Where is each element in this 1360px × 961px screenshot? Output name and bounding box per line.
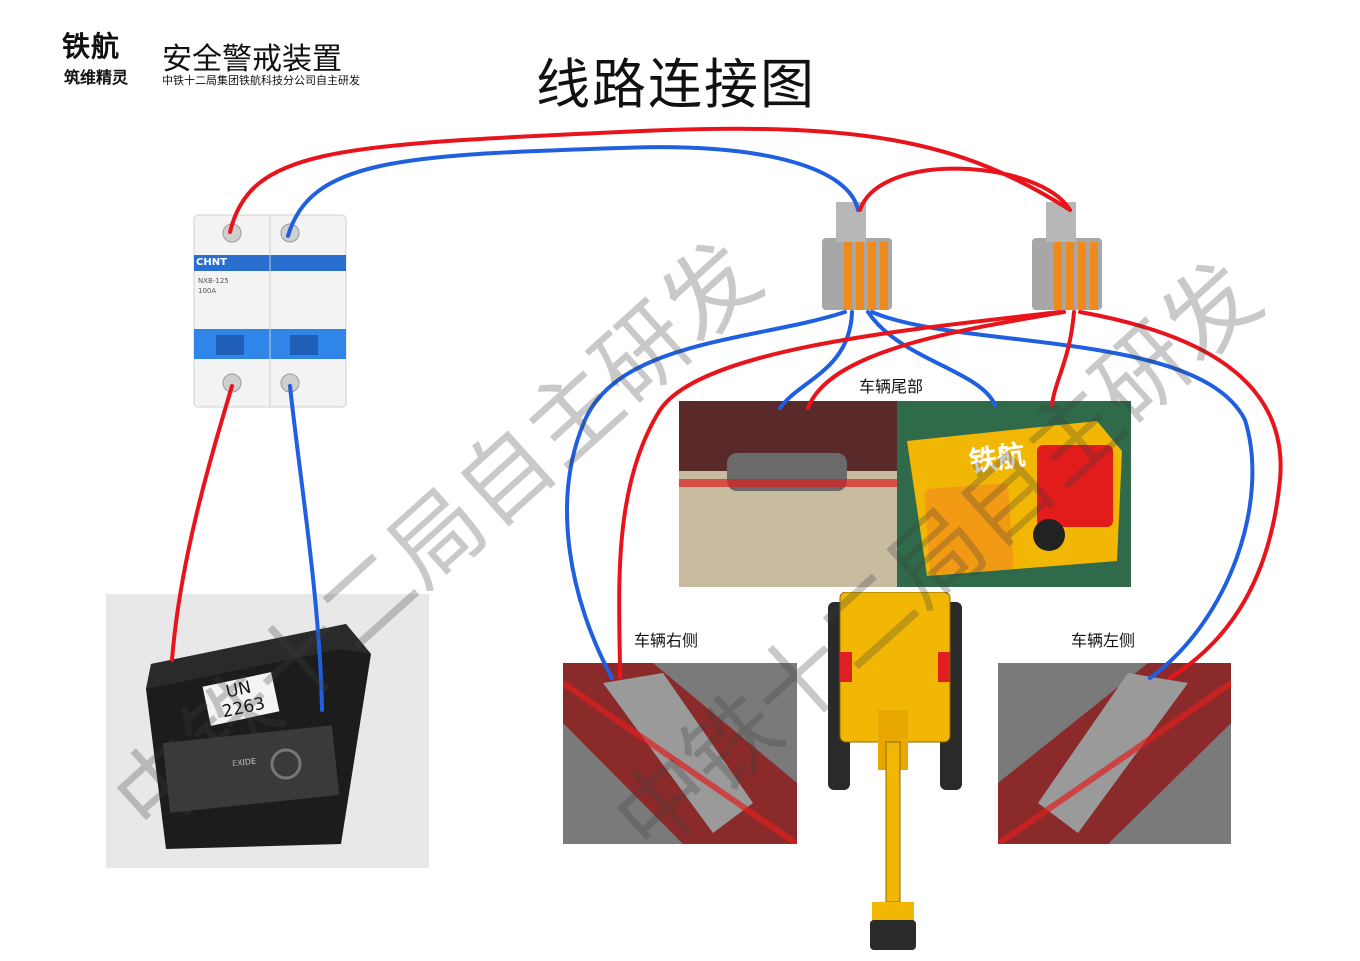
left-side-light-photo (998, 663, 1231, 844)
rear-work-light-photo (679, 401, 897, 587)
wire-red-to-rear-light-1 (806, 310, 1066, 410)
label-vehicle-right: 车辆右侧 (634, 631, 699, 650)
wire-blue-breaker-to-connector (286, 145, 860, 238)
label-vehicle-rear: 车辆尾部 (859, 377, 924, 396)
diagram-title: 线路连接图 (536, 53, 816, 116)
battery-photo: UN 2263 EXIDE (106, 594, 429, 868)
breaker-brand: CHNT (196, 257, 227, 268)
lever-connector-1 (818, 198, 896, 314)
rear-signal-light-photo: 铁航 (897, 401, 1131, 587)
breaker-rating: 100A (198, 287, 217, 295)
circuit-breaker: CHNT NXB-125 100A (186, 211, 360, 411)
right-side-light-photo (563, 663, 797, 844)
lever-connector-2 (1028, 198, 1106, 314)
logo-sub-text: 筑维精灵 (64, 68, 129, 87)
breaker-model: NXB-125 (198, 277, 229, 285)
logo-main-text: 铁航 (62, 30, 121, 63)
product-subtitle: 中铁十二局集团铁航科技分公司自主研发 (162, 74, 360, 87)
wire-red-to-rear-light-2 (1050, 310, 1076, 407)
wire-blue-to-rear-light-1 (778, 310, 854, 410)
rear-light-logo: 铁航 (967, 438, 1028, 479)
product-title: 安全警戒装置 (162, 42, 342, 77)
label-vehicle-left: 车辆左侧 (1071, 631, 1136, 650)
excavator-top-view (826, 592, 964, 954)
